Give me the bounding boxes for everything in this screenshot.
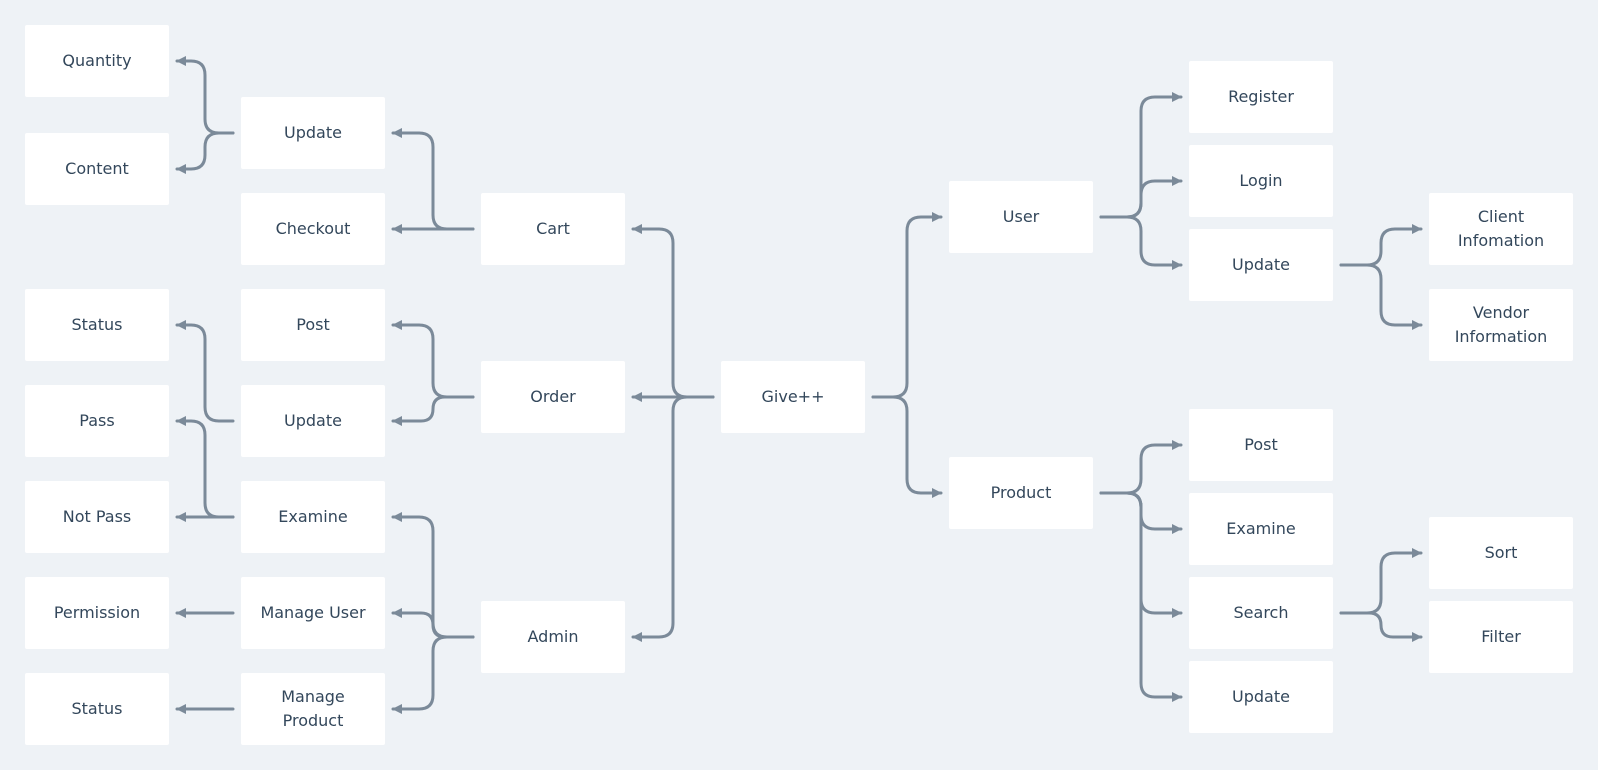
node-client-information[interactable]: Client Infomation [1429,193,1573,265]
connector-search-to-filter [1339,611,1423,643]
node-vendor-information[interactable]: Vendor Information [1429,289,1573,361]
connector-search-to-sort [1339,547,1423,615]
node-content[interactable]: Content [25,133,169,205]
node-search[interactable]: Search [1189,577,1333,649]
node-product-status[interactable]: Status [25,673,169,745]
node-product-update[interactable]: Update [1189,661,1333,733]
node-manage-user[interactable]: Manage User [241,577,385,649]
connector-order-to-order-post [391,319,475,399]
node-examine[interactable]: Examine [241,481,385,553]
node-quantity[interactable]: Quantity [25,25,169,97]
node-product-post[interactable]: Post [1189,409,1333,481]
connector-user-update-to-client-info [1339,223,1423,267]
connector-cart-update-to-content [175,131,235,175]
connector-cart-update-to-quantity [175,55,235,135]
connector-user-update-to-vendor-info [1339,263,1423,331]
node-cart-update[interactable]: Update [241,97,385,169]
node-sort[interactable]: Sort [1429,517,1573,589]
node-manage-product[interactable]: Manage Product [241,673,385,745]
node-order[interactable]: Order [481,361,625,433]
node-order-update[interactable]: Update [241,385,385,457]
node-cart[interactable]: Cart [481,193,625,265]
connector-user-to-user-update [1099,215,1183,271]
node-pass[interactable]: Pass [25,385,169,457]
node-root[interactable]: Give++ [721,361,865,433]
connector-product-to-product-update [1099,491,1183,703]
connector-root-to-product [871,395,943,499]
connector-root-to-cart [631,223,715,399]
connector-root-to-admin [631,395,715,643]
node-permission[interactable]: Permission [25,577,169,649]
node-login[interactable]: Login [1189,145,1333,217]
node-user[interactable]: User [949,181,1093,253]
connector-examine-to-pass [175,415,235,519]
connector-order-update-to-order-status [175,319,235,423]
node-product-examine[interactable]: Examine [1189,493,1333,565]
node-register[interactable]: Register [1189,61,1333,133]
connector-product-to-product-post [1099,439,1183,495]
node-filter[interactable]: Filter [1429,601,1573,673]
connector-root-to-user [871,211,943,399]
node-user-update[interactable]: Update [1189,229,1333,301]
node-product[interactable]: Product [949,457,1093,529]
node-checkout[interactable]: Checkout [241,193,385,265]
connector-cart-to-cart-update [391,127,475,231]
node-order-post[interactable]: Post [241,289,385,361]
connector-admin-to-manage-product [391,635,475,715]
node-not-pass[interactable]: Not Pass [25,481,169,553]
node-admin[interactable]: Admin [481,601,625,673]
connector-order-to-order-update [391,395,475,427]
node-order-status[interactable]: Status [25,289,169,361]
